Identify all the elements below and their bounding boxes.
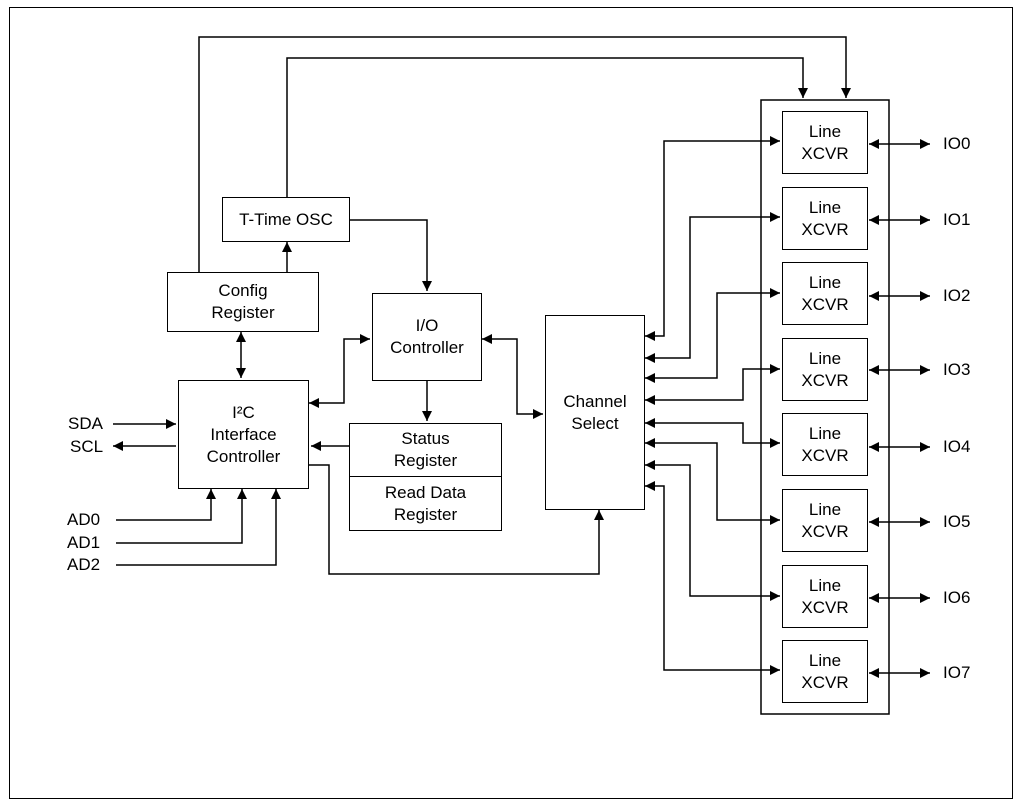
- wire-ad0: [116, 489, 216, 521]
- line-xcvr-4-line2: XCVR: [801, 445, 849, 465]
- wire-osc-to-io-controller: [350, 219, 432, 291]
- io-controller-line1: I/O: [415, 316, 439, 335]
- wire-ch-xcvr5: [645, 438, 780, 525]
- channel-select-line1: Channel: [563, 391, 627, 411]
- line-xcvr-4: Line XCVR: [782, 413, 868, 476]
- line-xcvr-0: Line XCVR: [782, 111, 868, 174]
- pin-io7-label: IO7: [943, 663, 971, 682]
- config-register-line1: Config: [218, 281, 268, 300]
- pin-io3-label: IO3: [943, 360, 971, 379]
- pin-io4-label: IO4: [943, 437, 971, 456]
- wire-i2c-channel: [309, 464, 604, 575]
- i2c-controller-block: I²C Interface Controller: [178, 380, 309, 489]
- line-xcvr-2-line1: Line: [808, 272, 842, 292]
- line-xcvr-6: Line XCVR: [782, 565, 868, 628]
- config-register-line2: Register: [211, 303, 275, 322]
- read-data-register-line1: Read Data: [384, 482, 467, 502]
- line-xcvr-3: Line XCVR: [782, 338, 868, 401]
- pin-ad0-label: AD0: [67, 510, 101, 529]
- line-xcvr-5-line2: XCVR: [801, 521, 849, 541]
- pin-io5-label: IO5: [943, 512, 971, 531]
- wire-ch-xcvr6: [645, 460, 780, 601]
- line-xcvr-3-line2: XCVR: [801, 370, 849, 390]
- line-xcvr-0-line2: XCVR: [801, 143, 849, 163]
- i2c-controller-line1: I²C: [232, 402, 255, 422]
- wire-ch-xcvr3: [645, 364, 780, 405]
- line-xcvr-4-line1: Line: [808, 423, 842, 443]
- channel-select-block: Channel Select: [545, 315, 645, 510]
- line-xcvr-5: Line XCVR: [782, 489, 868, 552]
- xcvr-group-box: [760, 99, 890, 715]
- wire-ch-xcvr4: [645, 418, 780, 448]
- line-xcvr-6-line1: Line: [808, 575, 842, 595]
- pin-sda-label: SDA: [68, 414, 103, 433]
- pin-scl-label: SCL: [70, 437, 104, 456]
- channel-select-line2: Select: [571, 413, 619, 433]
- status-register-line2: Register: [393, 451, 458, 470]
- wire-ad2: [116, 489, 281, 566]
- pin-ad2-label: AD2: [67, 555, 101, 574]
- wire-ad1: [116, 489, 247, 544]
- diagram-frame: [9, 7, 1013, 799]
- line-xcvr-7-line2: XCVR: [801, 672, 849, 692]
- pin-io6-label: IO6: [943, 588, 971, 607]
- wire-ch-xcvr2: [645, 288, 780, 383]
- wire-ch-xcvr7: [645, 481, 780, 675]
- ttime-osc-block: T-Time OSC: [222, 197, 350, 242]
- line-xcvr-7: Line XCVR: [782, 640, 868, 703]
- pin-ad1-label: AD1: [67, 533, 101, 552]
- wire-ch-xcvr0: [645, 136, 780, 341]
- wire-osc-to-group: [286, 57, 808, 197]
- pin-io1-label: IO1: [943, 210, 971, 229]
- line-xcvr-1-line2: XCVR: [801, 219, 849, 239]
- line-xcvr-3-line1: Line: [808, 348, 842, 368]
- line-xcvr-0-line1: Line: [808, 121, 842, 141]
- pin-io2-label: IO2: [943, 286, 971, 305]
- line-xcvr-6-line2: XCVR: [801, 597, 849, 617]
- line-xcvr-5-line1: Line: [808, 499, 842, 519]
- status-register-line1: Status: [401, 429, 450, 448]
- line-xcvr-2-line2: XCVR: [801, 294, 849, 314]
- line-xcvr-2: Line XCVR: [782, 262, 868, 325]
- wire-ch-xcvr1: [645, 212, 780, 363]
- i2c-controller-line3: Controller: [206, 446, 281, 466]
- wire-i2c-io-controller: [309, 334, 370, 408]
- line-xcvr-1-line1: Line: [808, 197, 842, 217]
- ttime-osc-label: T-Time OSC: [239, 209, 333, 229]
- io-controller-line2: Controller: [390, 338, 464, 357]
- line-xcvr-7-line1: Line: [808, 650, 842, 670]
- read-data-register-line2: Register: [393, 504, 458, 524]
- line-xcvr-1: Line XCVR: [782, 187, 868, 250]
- status-register-block: Status Register: [349, 423, 502, 477]
- i2c-controller-line2: Interface: [210, 424, 277, 444]
- pin-io0-label: IO0: [943, 134, 971, 153]
- wire-io-controller-channel: [482, 334, 543, 419]
- read-data-register-block: Read Data Register: [349, 476, 502, 531]
- wire-config-to-group: [198, 36, 851, 272]
- io-controller-block: I/O Controller: [372, 293, 482, 381]
- config-register-block: Config Register: [167, 272, 319, 332]
